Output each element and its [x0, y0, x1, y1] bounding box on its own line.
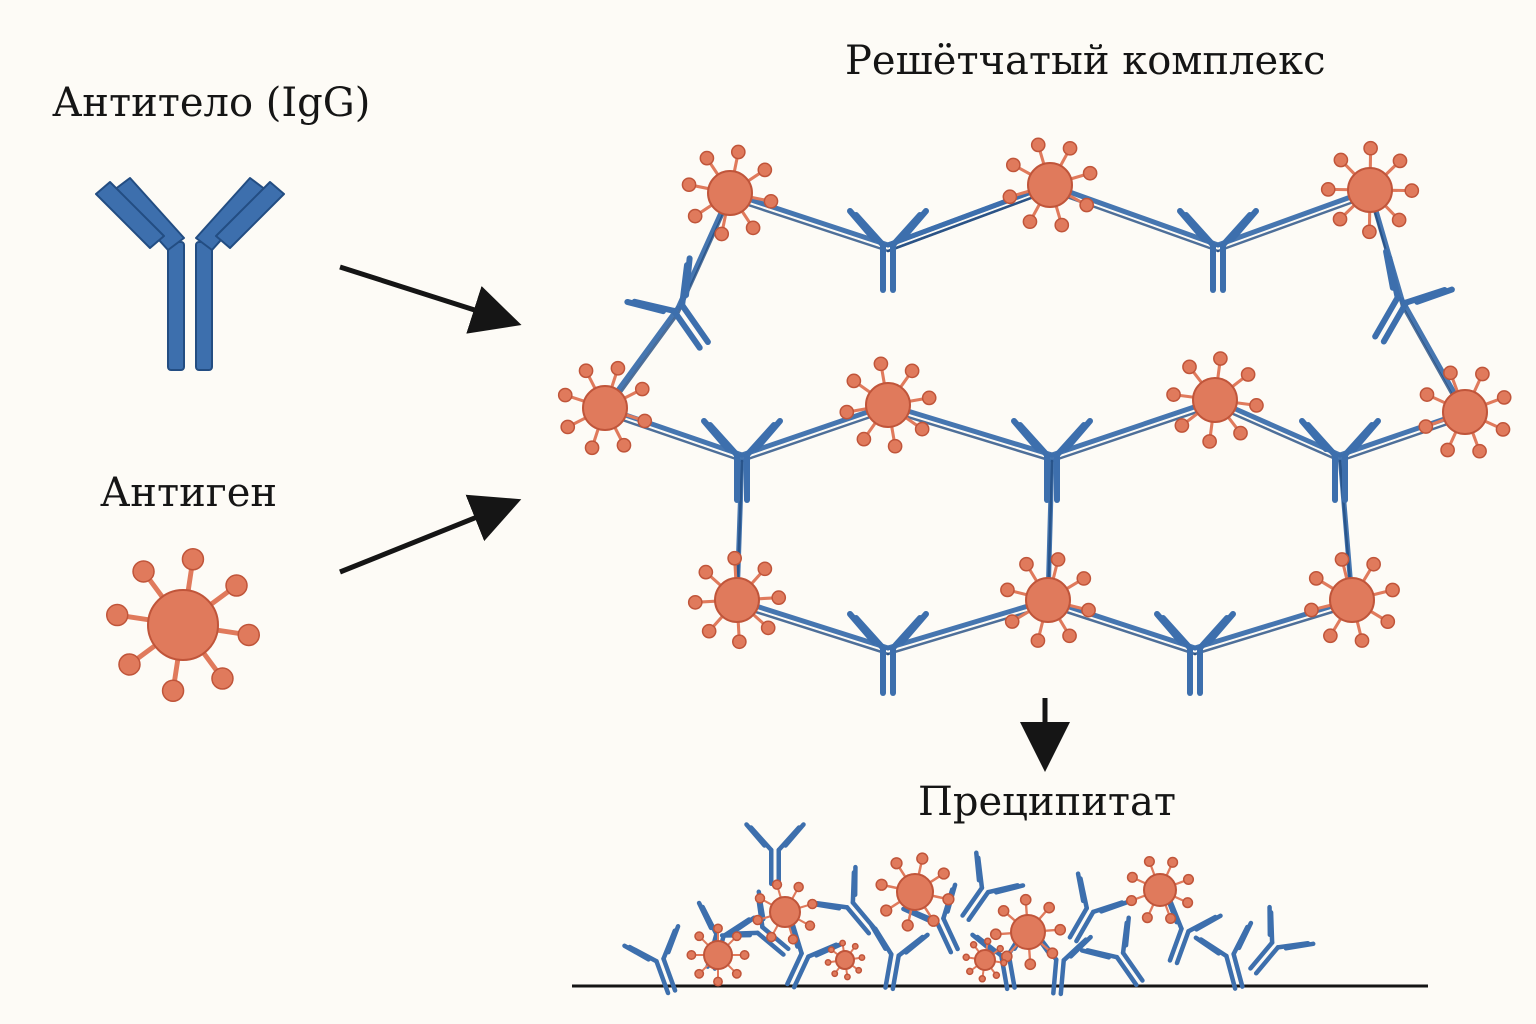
antibody-icon: [809, 864, 877, 936]
precipitate-label: Преципитат: [918, 779, 1176, 825]
antibody-icon: [785, 917, 844, 990]
lattice-link: [1338, 416, 1467, 463]
lattice-complex-label: Решётчатый комплекс: [845, 38, 1326, 84]
antigen-icon: [839, 356, 937, 454]
antibody-icon: [960, 850, 1026, 923]
antigen-icon: [824, 939, 866, 981]
lattice-link: [1049, 397, 1218, 458]
lattice-link: [739, 402, 891, 458]
lattice-link: [885, 402, 1055, 458]
lattice-link: [1050, 404, 1217, 463]
lattice-links: [602, 182, 1468, 656]
antigen-label: Антиген: [100, 470, 278, 516]
antibody-icon: [1372, 248, 1455, 345]
antibody-icon: [1299, 418, 1381, 503]
antigen-icon: [686, 923, 750, 987]
antibody-icon: [95, 177, 285, 371]
antigen-icon: [875, 852, 955, 932]
lattice-link: [1045, 597, 1198, 651]
antibody-icon: [1154, 611, 1236, 696]
antibody-icon: [622, 924, 681, 996]
antigen-icon: [557, 360, 653, 456]
precipitate-pile: [572, 822, 1428, 997]
antigen-icon: [1418, 365, 1512, 459]
antigen-icon: [1320, 140, 1420, 240]
lattice-link: [740, 409, 890, 463]
antigen-icon: [1166, 351, 1264, 449]
arrow-icon: [339, 494, 522, 575]
lattice-link: [886, 409, 1054, 463]
lattice-link: [1193, 604, 1354, 656]
arrow-icon: [339, 264, 522, 334]
arrows: [339, 264, 1070, 772]
lattice-link: [603, 412, 744, 463]
lattice-link: [734, 597, 891, 651]
antibody-icon: [847, 208, 929, 293]
antigen-icon: [1000, 552, 1096, 648]
lattice-link: [885, 182, 1053, 248]
legend: [95, 177, 285, 703]
lattice-link: [1047, 182, 1221, 248]
lattice-link: [885, 597, 1051, 651]
antigen-icon: [962, 937, 1008, 983]
lattice-link: [727, 190, 891, 248]
lattice-antibodies: [624, 208, 1455, 696]
antibody-icon: [1011, 418, 1093, 503]
lattice-link: [1215, 187, 1373, 248]
lattice-link: [1046, 604, 1197, 656]
lattice-link: [1213, 404, 1342, 463]
lattice-link: [1216, 194, 1372, 253]
lattice-link: [886, 604, 1050, 656]
antigen-icon: [752, 879, 818, 945]
antibody-icon: [701, 418, 783, 503]
antibody-icon: [1164, 894, 1223, 966]
antibody-icon: [624, 255, 711, 351]
antibody-icon: [1193, 920, 1254, 991]
antibody-label: Антитело (IgG): [52, 80, 371, 126]
antibody-icon: [1177, 208, 1259, 293]
antigen-icon: [1125, 855, 1195, 925]
antibody-icon: [1079, 915, 1145, 988]
antibody-icon: [744, 822, 806, 886]
antigen-icon: [989, 893, 1067, 971]
antigen-icon: [105, 547, 261, 703]
antibody-icon: [1067, 871, 1130, 944]
antibody-icon: [847, 611, 929, 696]
antigen-icon: [1304, 552, 1400, 648]
lattice-link: [735, 604, 890, 656]
lattice-antigens: [557, 137, 1512, 650]
antibody-icon: [1248, 904, 1316, 976]
antigen-icon: [687, 550, 787, 650]
lattice-link: [886, 189, 1052, 253]
antigen-icon: [1002, 137, 1098, 233]
lattice-link: [728, 197, 890, 253]
antigen-icon: [681, 144, 779, 242]
antibody-icon: [869, 922, 930, 992]
